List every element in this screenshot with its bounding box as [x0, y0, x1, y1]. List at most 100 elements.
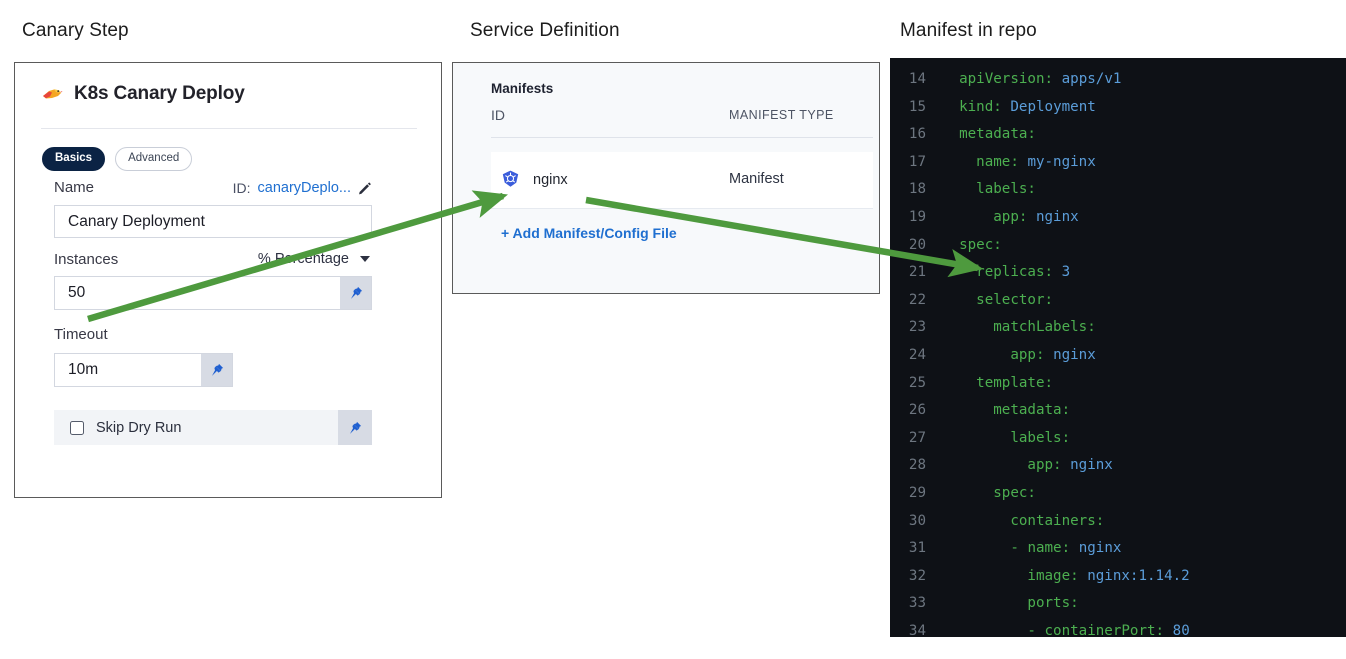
- code-token: -: [1027, 622, 1045, 637]
- tab-advanced[interactable]: Advanced: [115, 147, 193, 171]
- code-line: 28 app: nginx: [890, 452, 1346, 480]
- code-line: 20 spec:: [890, 232, 1346, 260]
- line-number: 19: [908, 208, 926, 225]
- step-id-value[interactable]: canaryDeplo...: [257, 180, 352, 196]
- code-token: labels:: [976, 181, 1036, 198]
- code-token: [1053, 71, 1062, 87]
- code-token: ports:: [1027, 595, 1079, 612]
- manifests-table-header: ID MANIFEST TYPE: [491, 107, 869, 129]
- pushpin-icon: [348, 421, 362, 435]
- code-line: 14 apiVersion: apps/v1: [890, 66, 1346, 94]
- code-line: 31 - name: nginx: [890, 535, 1346, 563]
- code-token: nginx: [1070, 457, 1113, 474]
- code-line: 22 selector:: [890, 287, 1346, 315]
- panel-title-manifest-in-repo: Manifest in repo: [900, 20, 1037, 41]
- column-header-id: ID: [491, 107, 505, 123]
- instances-label-row: Instances % Percentage: [42, 251, 372, 271]
- timeout-input-value[interactable]: 10m: [54, 353, 201, 387]
- code-token: metadata:: [959, 126, 1036, 143]
- line-number: 14: [908, 71, 926, 87]
- code-token: [1027, 209, 1036, 225]
- name-label: Name: [54, 179, 95, 196]
- code-token: spec:: [993, 484, 1036, 501]
- code-token: template:: [976, 374, 1054, 391]
- code-line: 33 ports:: [890, 590, 1346, 618]
- canary-step-header: K8s Canary Deploy: [41, 83, 245, 105]
- code-token: 3: [1061, 264, 1071, 281]
- line-number: 31: [908, 540, 926, 557]
- code-token: matchLabels:: [993, 319, 1096, 336]
- code-token: -: [1010, 540, 1028, 557]
- pencil-icon[interactable]: [358, 181, 372, 195]
- line-number: 29: [908, 484, 926, 501]
- code-line: 15 kind: Deployment: [890, 94, 1346, 122]
- code-line: 19 app: nginx: [890, 204, 1346, 232]
- code-token: spec:: [959, 236, 1002, 253]
- header-divider: [41, 128, 417, 129]
- instances-field[interactable]: 50: [54, 276, 372, 310]
- id-prefix-label: ID:: [232, 180, 251, 196]
- line-number: 26: [908, 402, 926, 419]
- skip-dry-run-pin-button[interactable]: [338, 410, 372, 445]
- code-token: app:: [1027, 457, 1062, 474]
- line-number: 20: [908, 236, 926, 253]
- step-id-group: ID: canaryDeplo...: [233, 180, 372, 196]
- skip-dry-run-control[interactable]: Skip Dry Run: [54, 410, 338, 445]
- code-token: Deployment: [1010, 98, 1096, 115]
- code-token: [1045, 347, 1054, 363]
- code-line: 32 image: nginx:1.14.2: [890, 563, 1346, 591]
- instances-input-value[interactable]: 50: [54, 276, 340, 310]
- panel-title-canary-step: Canary Step: [22, 20, 129, 41]
- line-number: 32: [908, 567, 926, 584]
- code-line: 25 template:: [890, 370, 1346, 398]
- line-number: 34: [908, 622, 926, 637]
- code-token: apps/v1: [1061, 71, 1122, 87]
- timeout-label: Timeout: [54, 326, 108, 343]
- code-token: nginx: [1078, 540, 1122, 557]
- code-line: 23 matchLabels:: [890, 314, 1346, 342]
- code-token: selector:: [976, 291, 1054, 308]
- canary-bird-icon: [41, 85, 63, 103]
- code-token: nginx: [1053, 346, 1096, 363]
- line-number: 23: [908, 319, 926, 336]
- timeout-field[interactable]: 10m: [54, 353, 233, 387]
- line-number: 17: [908, 153, 926, 170]
- code-line: 27 labels:: [890, 425, 1346, 453]
- line-number: 28: [908, 457, 926, 474]
- line-number: 18: [908, 181, 926, 198]
- canary-step-tabs: Basics Advanced: [42, 147, 193, 171]
- tab-basics[interactable]: Basics: [42, 147, 106, 171]
- instances-pin-button[interactable]: [340, 276, 372, 310]
- timeout-pin-button[interactable]: [201, 353, 233, 387]
- pushpin-icon: [349, 286, 363, 300]
- kubernetes-icon: [501, 170, 520, 189]
- line-number: 33: [908, 595, 926, 612]
- code-token: replicas:: [976, 264, 1054, 281]
- code-token: metadata:: [993, 402, 1071, 419]
- skip-dry-run-row[interactable]: Skip Dry Run: [54, 410, 372, 445]
- manifests-section-label: Manifests: [491, 81, 554, 96]
- table-row[interactable]: nginx Manifest: [491, 152, 873, 209]
- code-token: app:: [993, 208, 1028, 225]
- name-input-value[interactable]: Canary Deployment: [54, 205, 372, 238]
- line-number: 16: [908, 126, 926, 143]
- code-token: [1079, 568, 1088, 584]
- code-token: [1070, 540, 1079, 556]
- code-token: containers:: [1010, 512, 1105, 529]
- skip-dry-run-checkbox[interactable]: [70, 420, 84, 435]
- manifest-row-id: nginx: [533, 171, 568, 188]
- line-number: 22: [908, 291, 926, 308]
- code-line: 26 metadata:: [890, 397, 1346, 425]
- service-definition-card: Manifests ID MANIFEST TYPE: [452, 62, 880, 294]
- line-number: 30: [908, 512, 926, 529]
- add-manifest-config-file-link[interactable]: + Add Manifest/Config File: [501, 225, 677, 241]
- manifest-row-id-cell: nginx: [501, 170, 568, 189]
- instances-unit-select[interactable]: % Percentage: [258, 251, 370, 267]
- canary-step-card: K8s Canary Deploy Basics Advanced Name I…: [14, 62, 442, 498]
- name-label-row: Name ID: canaryDeplo...: [42, 179, 372, 199]
- code-token: kind:: [959, 98, 1002, 115]
- pushpin-icon: [210, 363, 224, 377]
- code-line: 29 spec:: [890, 480, 1346, 508]
- name-field[interactable]: Canary Deployment: [54, 205, 372, 238]
